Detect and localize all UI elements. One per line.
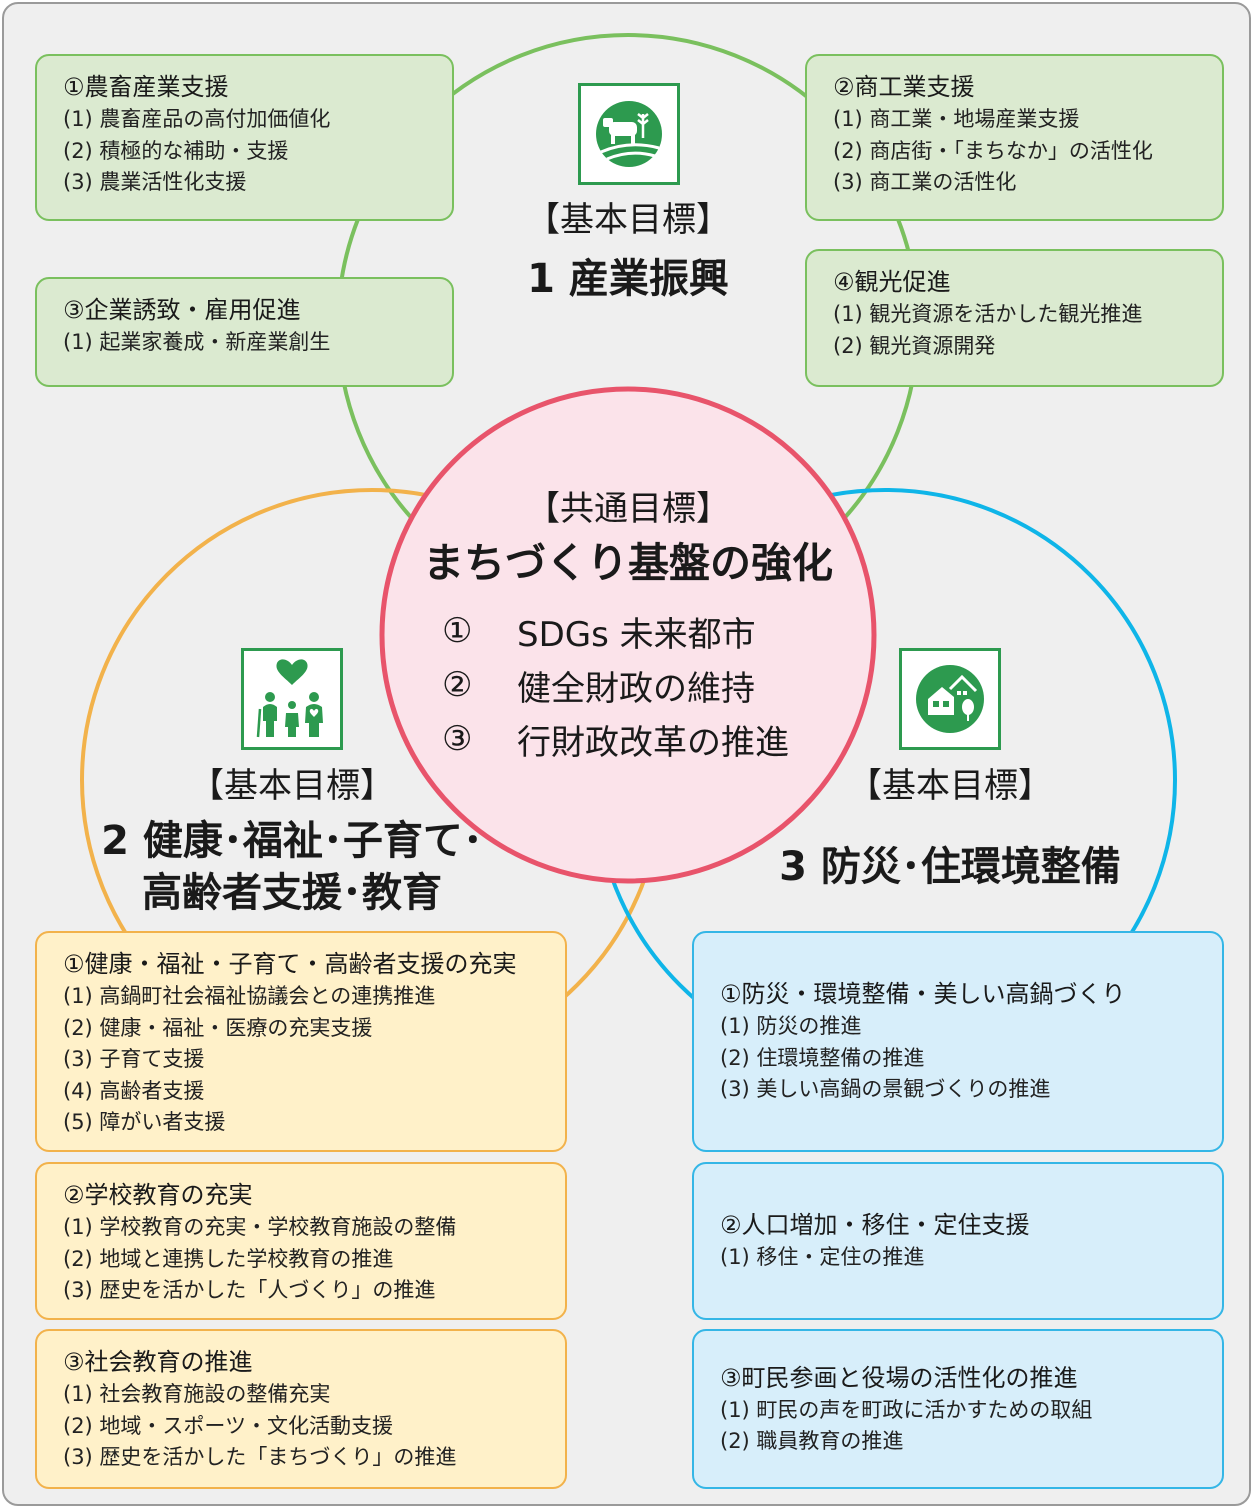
common-goal-label: 【共通目標】 [526,489,730,529]
goal2-box-school-education: ②学校教育の充実 (1) 学校教育の充実・学校教育施設の整備 (2) 地域と連携… [35,1162,567,1320]
cow-farm-icon [578,83,680,185]
item-text: 行財政改革の推進 [517,722,789,763]
box-item: (4) 高齢者支援 [63,1078,205,1103]
box-item: (3) 子育て支援 [63,1047,205,1071]
goal2-name-line2: 高齢者支援･教育 [142,870,442,916]
box-title: ①防災・環境整備・美しい高鍋づくり [720,980,1126,1009]
box-item: (1) 社会教育施設の整備充実 [63,1382,331,1406]
box-item: (2) 職員教育の推進 [720,1429,904,1453]
box-item: (2) 地域と連携した学校教育の推進 [63,1246,394,1271]
box-item: (1) 観光資源を活かした観光推進 [833,302,1143,326]
box-item: (3) 美しい高鍋の景観づくりの推進 [720,1077,1051,1102]
box-item: (5) 障がい者支援 [63,1110,226,1134]
family-heart-icon [241,648,343,750]
box-item: (1) 商工業・地場産業支援 [833,107,1080,131]
goal3-box-disaster-prevention: ①防災・環境整備・美しい高鍋づくり (1) 防災の推進 (2) 住環境整備の推進… [692,931,1224,1152]
box-title: ③社会教育の推進 [63,1348,253,1376]
box-item: (2) 商店街・「まちなか」の活性化 [833,138,1153,163]
box-item: (2) 地域・スポーツ・文化活動支援 [63,1413,394,1438]
box-title: ④観光促進 [833,268,951,296]
goal2-name-line1: 2 健康･福祉･子育て･ [101,818,483,864]
box-item: (3) 商工業の活性化 [833,170,1017,194]
box-item: (2) 積極的な補助・支援 [63,138,289,163]
box-item: (2) 健康・福祉・医療の充実支援 [63,1015,373,1040]
goal1-label: 【基本目標】 [526,200,730,240]
item-number: ③ [442,719,473,759]
box-item: (1) 町民の声を町政に活かすための取組 [720,1397,1093,1422]
item-number: ① [442,611,473,651]
box-item: (1) 高鍋町社会福祉協議会との連携推進 [63,984,436,1008]
item-number: ② [442,665,473,705]
box-item: (3) 農業活性化支援 [63,170,247,194]
goal1-box-enterprise: ③企業誘致・雇用促進 (1) 起業家養成・新産業創生 [35,277,454,387]
common-goal-item: ② 健全財政の維持 [442,658,789,712]
common-goal-name: まちづくり基盤の強化 [423,539,833,587]
item-text: 健全財政の維持 [517,668,755,709]
common-goal-item: ③ 行財政改革の推進 [442,712,789,766]
box-title: ①健康・福祉・子育て・高齢者支援の充実 [63,950,517,978]
goal2-box-social-education: ③社会教育の推進 (1) 社会教育施設の整備充実 (2) 地域・スポーツ・文化活… [35,1329,567,1489]
box-item: (1) 防災の推進 [720,1014,862,1039]
box-item: (2) 観光資源開発 [833,333,996,358]
goal3-box-population: ②人口増加・移住・定住支援 (1) 移住・定住の推進 [692,1162,1224,1320]
goal1-box-commerce: ②商工業支援 (1) 商工業・地場産業支援 (2) 商店街・「まちなか」の活性化… [805,54,1224,221]
box-title: ②人口増加・移住・定住支援 [720,1211,1030,1240]
goal1-name: 1 産業振興 [527,256,729,302]
box-item: (1) 学校教育の充実・学校教育施設の整備 [63,1215,457,1239]
box-item: (1) 移住・定住の推進 [720,1245,925,1270]
goal3-box-citizen-participation: ③町民参画と役場の活性化の推進 (1) 町民の声を町政に活かすための取組 (2)… [692,1329,1224,1489]
box-item: (3) 歴史を活かした「人づくり」の推進 [63,1278,436,1302]
box-title: ③企業誘致・雇用促進 [63,296,301,324]
item-text: SDGs 未来都市 [517,614,756,655]
goal1-box-tourism: ④観光促進 (1) 観光資源を活かした観光推進 (2) 観光資源開発 [805,249,1224,387]
box-title: ②商工業支援 [833,73,975,101]
goal2-box-health-welfare: ①健康・福祉・子育て・高齢者支援の充実 (1) 高鍋町社会福祉協議会との連携推進… [35,931,567,1152]
box-title: ②学校教育の充実 [63,1181,253,1209]
box-item: (2) 住環境整備の推進 [720,1045,925,1070]
house-environment-icon [899,648,1001,750]
common-goal-list: ① SDGs 未来都市 ② 健全財政の維持 ③ 行財政改革の推進 [442,604,789,766]
goal2-label: 【基本目標】 [190,766,394,806]
box-title: ①農畜産業支援 [63,73,229,101]
common-goal-circle [379,386,877,884]
goal3-name: 3 防災･住環境整備 [779,844,1121,890]
box-item: (1) 農畜産品の高付加価値化 [63,107,331,131]
goal3-label: 【基本目標】 [848,766,1052,806]
goal1-box-agriculture: ①農畜産業支援 (1) 農畜産品の高付加価値化 (2) 積極的な補助・支援 (3… [35,54,454,221]
common-goal-item: ① SDGs 未来都市 [442,604,789,658]
box-item: (3) 歴史を活かした「まちづくり」の推進 [63,1445,457,1469]
box-item: (1) 起業家養成・新産業創生 [63,330,331,354]
box-title: ③町民参画と役場の活性化の推進 [720,1363,1078,1392]
